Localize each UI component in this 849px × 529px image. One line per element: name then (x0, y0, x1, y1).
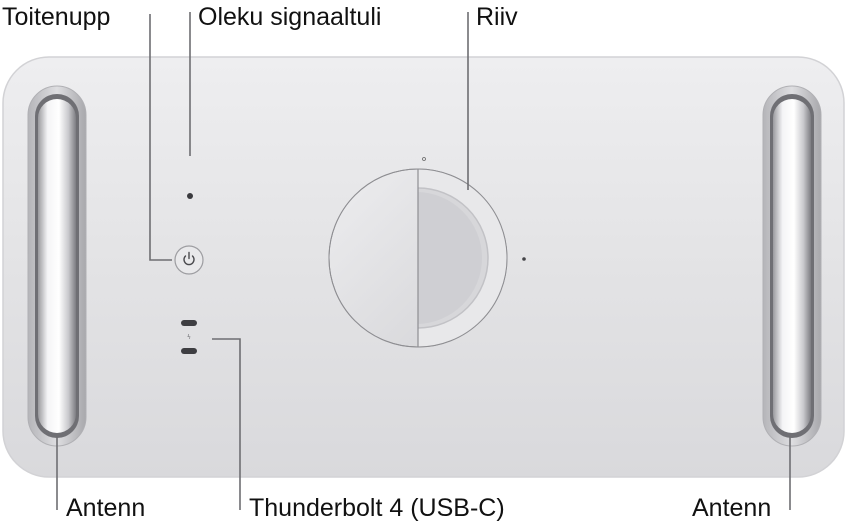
latch-marker-dot (522, 257, 526, 261)
label-latch: Riiv (476, 3, 518, 31)
label-power-button: Toitenupp (2, 3, 111, 31)
thunderbolt-port[interactable] (181, 348, 197, 354)
label-antenna-right: Antenn (692, 494, 772, 522)
right-handle (762, 85, 822, 447)
thunderbolt-ports[interactable]: ϟ (181, 320, 197, 354)
leader-power-button (149, 14, 172, 261)
leader-thunderbolt (212, 338, 241, 510)
power-button[interactable] (174, 245, 204, 275)
label-thunderbolt: Thunderbolt 4 (USB-C) (249, 494, 505, 522)
thunderbolt-port[interactable] (181, 320, 197, 326)
label-antenna-left: Antenn (66, 494, 146, 522)
thunderbolt-icon: ϟ (187, 334, 191, 341)
power-icon (183, 251, 195, 266)
status-light (187, 193, 193, 199)
latch-marker-ring (422, 157, 426, 161)
leader-lines (56, 12, 791, 510)
left-handle (27, 85, 87, 447)
latch[interactable] (328, 157, 526, 348)
label-status-light: Oleku signaaltuli (198, 3, 382, 31)
